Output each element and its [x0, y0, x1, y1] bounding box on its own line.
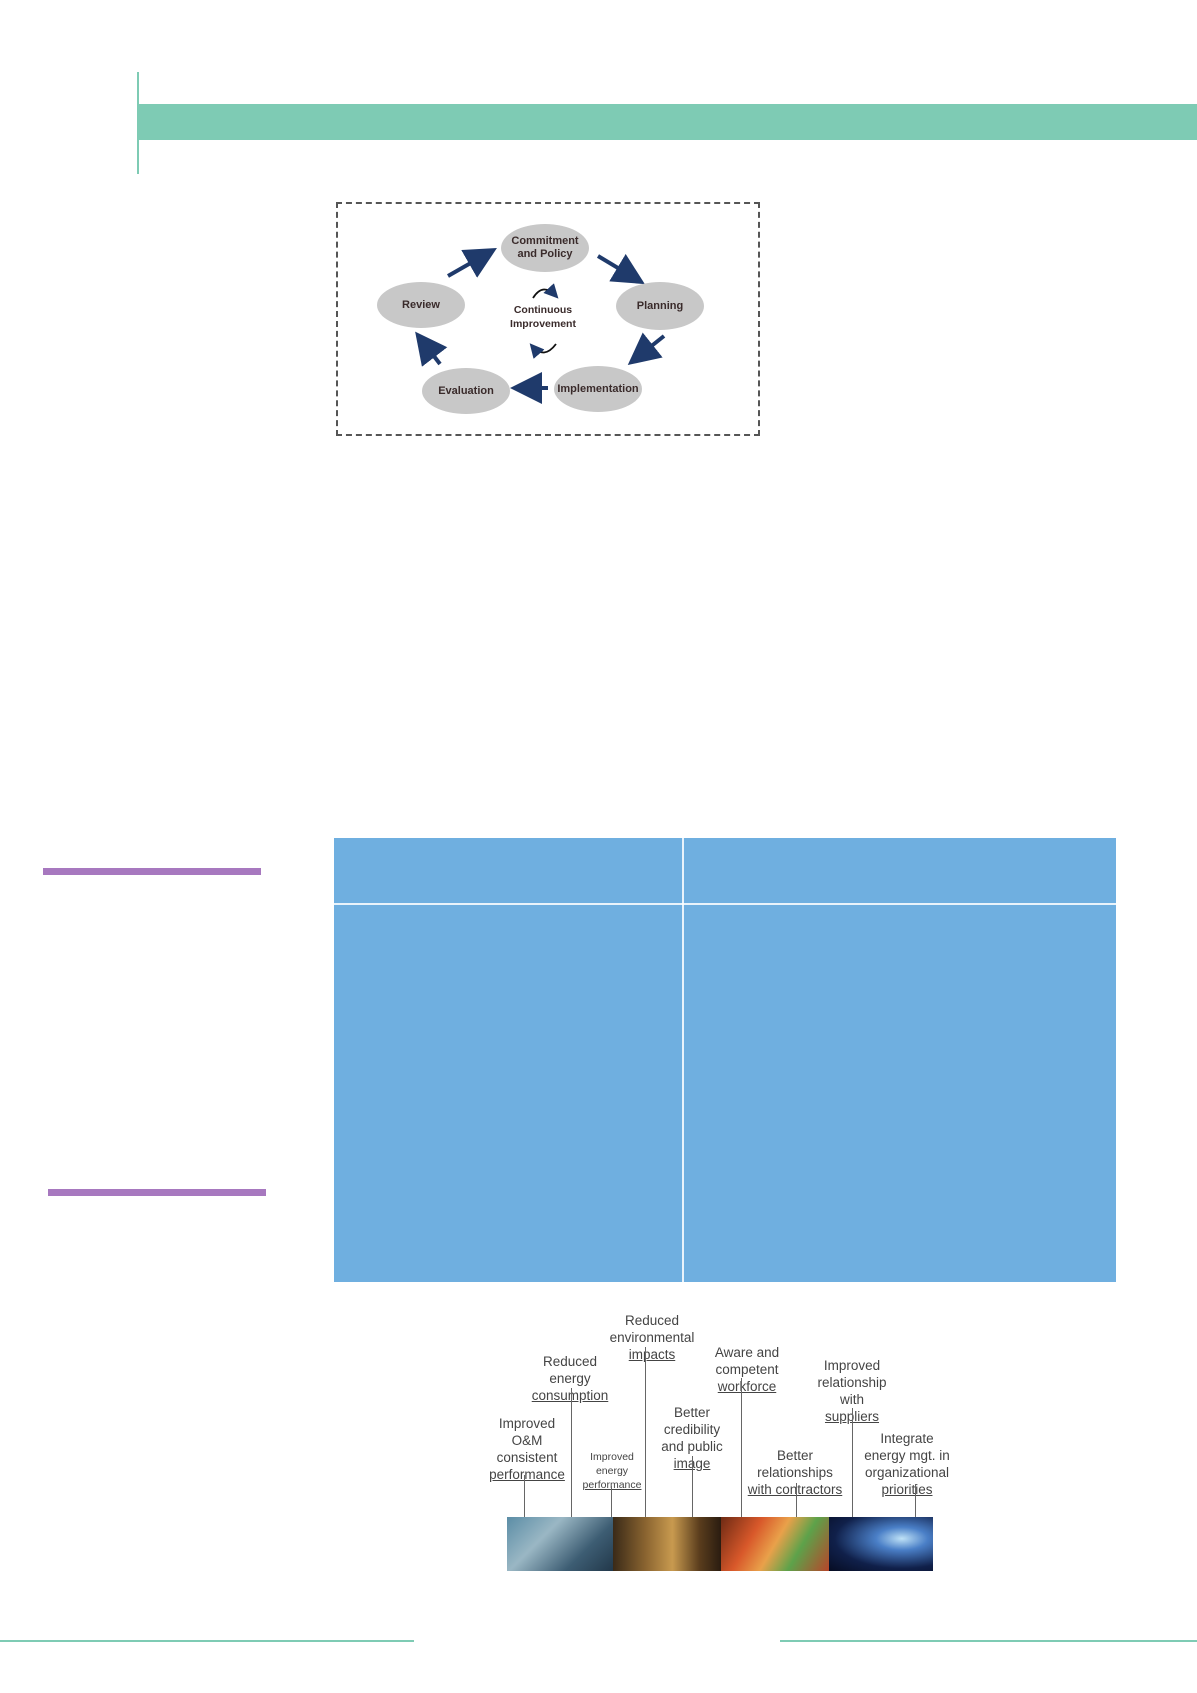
photo-cables [721, 1517, 829, 1571]
node-implementation: Implementation [554, 366, 642, 412]
leader-line [852, 1408, 853, 1517]
sidebar-rule-top [43, 868, 261, 875]
benefit-supplier-relationship: Improved relationship withsuppliers [817, 1358, 887, 1424]
sidebar-rule-bottom [48, 1189, 266, 1196]
arrow-planning-to-implementation [627, 332, 666, 365]
node-review: Review [377, 282, 465, 328]
footer-rule-left [0, 1640, 414, 1642]
leader-line [645, 1347, 646, 1517]
cycle-arrow-icon [529, 343, 557, 359]
continuous-improvement-label: Continuous Improvement [510, 304, 576, 330]
table-column-divider [682, 838, 684, 1282]
leader-line [692, 1456, 693, 1517]
continuous-improvement-diagram: Commitment and Policy Planning Implement… [336, 202, 760, 436]
photo-dam [507, 1517, 613, 1571]
info-table [334, 838, 1116, 1282]
node-evaluation: Evaluation [422, 368, 510, 414]
arrow-review-to-commitment [447, 248, 497, 278]
leader-line [741, 1378, 742, 1517]
leader-line [611, 1486, 612, 1517]
footer-rule-right [780, 1640, 1197, 1642]
table-header-divider [334, 903, 1116, 905]
photo-flame [829, 1517, 933, 1571]
arrow-commitment-to-planning [596, 253, 645, 285]
leader-line [524, 1475, 525, 1517]
leader-line [796, 1483, 797, 1517]
leader-line [915, 1484, 916, 1517]
node-commitment-and-policy: Commitment and Policy [501, 224, 589, 272]
benefits-photo-strip [507, 1517, 933, 1571]
diagram-arrows [415, 248, 666, 404]
cycle-arrow-icon [532, 283, 559, 299]
node-planning: Planning [616, 282, 704, 330]
header-band [137, 104, 1197, 140]
leader-line [571, 1388, 572, 1517]
arrow-evaluation-to-review [415, 331, 448, 367]
photo-machinery [613, 1517, 721, 1571]
